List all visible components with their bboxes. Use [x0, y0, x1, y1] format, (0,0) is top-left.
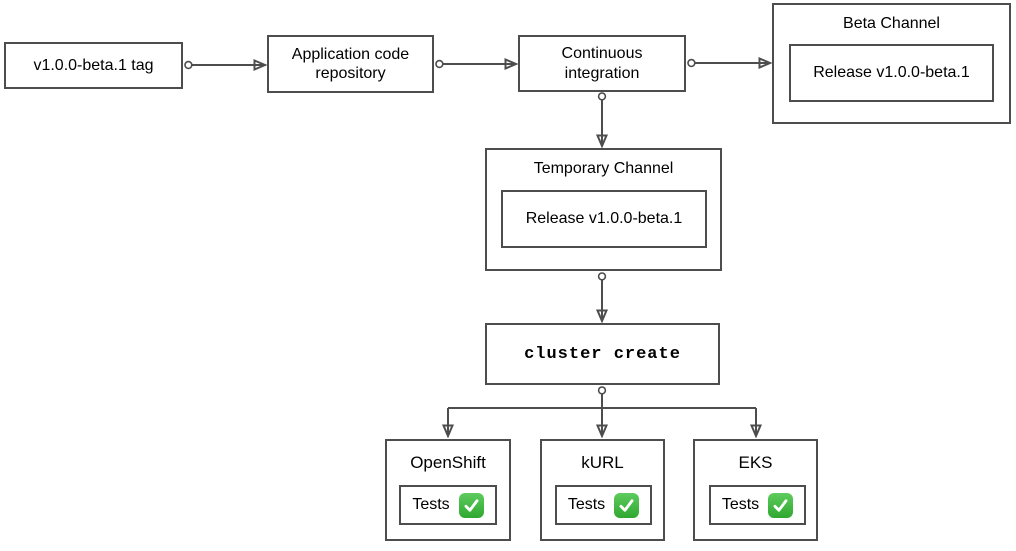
node-version-tag: v1.0.0-beta.1 tag: [4, 42, 183, 89]
node-eks: EKS Tests: [693, 439, 818, 541]
node-version-tag-label: v1.0.0-beta.1 tag: [33, 56, 154, 74]
node-openshift-tests: Tests: [399, 485, 497, 525]
node-openshift-title: OpenShift: [410, 453, 486, 472]
node-beta-channel-title: Beta Channel: [843, 15, 940, 32]
green-check-icon: [768, 492, 794, 518]
node-beta-release: Release v1.0.0-beta.1: [789, 44, 994, 102]
node-beta-release-label: Release v1.0.0-beta.1: [813, 64, 970, 82]
node-cluster-create-label: cluster create: [524, 344, 681, 364]
node-kurl-title: kURL: [581, 453, 624, 472]
node-app-code-repository: Application code repository: [267, 35, 434, 93]
node-kurl-tests: Tests: [555, 485, 652, 525]
node-eks-tests-label: Tests: [721, 496, 760, 513]
green-check-icon: [614, 492, 640, 518]
node-temporary-channel: Temporary Channel Release v1.0.0-beta.1: [485, 148, 722, 271]
node-eks-tests: Tests: [709, 485, 806, 525]
green-check-icon: [458, 492, 484, 518]
node-continuous-integration-label: Continuous integration: [561, 45, 643, 82]
node-openshift: OpenShift Tests: [385, 439, 511, 541]
node-kurl-tests-label: Tests: [567, 496, 606, 513]
node-beta-channel: Beta Channel Release v1.0.0-beta.1: [772, 3, 1011, 124]
node-temporary-release: Release v1.0.0-beta.1: [501, 190, 707, 248]
node-openshift-tests-label: Tests: [412, 496, 450, 513]
node-eks-title: EKS: [738, 453, 773, 472]
node-temporary-release-label: Release v1.0.0-beta.1: [525, 210, 683, 228]
node-continuous-integration: Continuous integration: [518, 35, 686, 92]
node-kurl: kURL Tests: [540, 439, 665, 541]
node-app-code-repository-label: Application code repository: [291, 45, 410, 82]
node-cluster-create: cluster create: [485, 323, 720, 385]
node-temporary-channel-title: Temporary Channel: [533, 160, 674, 177]
